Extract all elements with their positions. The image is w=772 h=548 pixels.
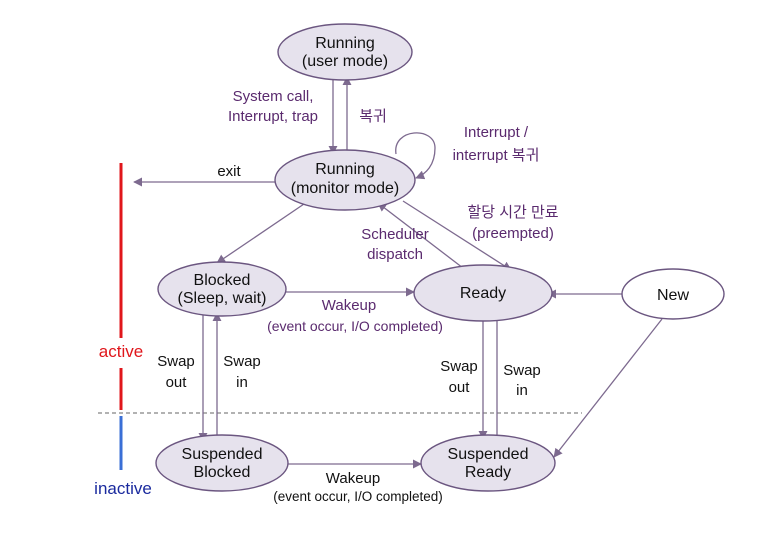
svg-text:(Sleep, wait): (Sleep, wait) xyxy=(178,290,267,307)
label-swap-in-left: Swap in xyxy=(223,353,261,391)
svg-text:할당 시간 만료: 할당 시간 만료 xyxy=(467,204,558,221)
inactive-label: inactive xyxy=(94,479,152,498)
svg-text:out: out xyxy=(449,379,471,396)
svg-text:Scheduler: Scheduler xyxy=(361,226,429,243)
svg-text:Swap: Swap xyxy=(157,353,195,370)
state-running-monitor: Running (monitor mode) xyxy=(274,149,416,211)
arrow-to-blocked xyxy=(216,203,305,264)
svg-text:(event occur, I/O completed): (event occur, I/O completed) xyxy=(267,318,443,334)
svg-text:(monitor mode): (monitor mode) xyxy=(291,180,399,197)
label-wakeup-bottom: Wakeup (event occur, I/O completed) xyxy=(273,470,443,504)
svg-text:System call,: System call, xyxy=(233,88,314,105)
svg-text:Swap: Swap xyxy=(440,358,478,375)
svg-text:Swap: Swap xyxy=(223,353,261,370)
svg-text:in: in xyxy=(516,382,528,399)
svg-text:New: New xyxy=(657,287,689,304)
svg-text:Ready: Ready xyxy=(465,464,511,481)
svg-text:(event occur, I/O completed): (event occur, I/O completed) xyxy=(273,489,443,504)
label-return-user: 복귀 xyxy=(359,108,387,125)
svg-text:in: in xyxy=(236,374,248,391)
svg-text:Suspended: Suspended xyxy=(182,446,263,463)
svg-text:(user mode): (user mode) xyxy=(302,53,388,70)
state-ready: Ready xyxy=(413,264,553,322)
label-preempted: 할당 시간 만료 (preempted) xyxy=(467,204,558,242)
label-swap-out-right: Swap out xyxy=(440,358,478,396)
state-blocked: Blocked (Sleep, wait) xyxy=(157,261,287,317)
svg-text:out: out xyxy=(166,374,188,391)
svg-text:Wakeup: Wakeup xyxy=(322,297,376,314)
svg-text:Interrupt, trap: Interrupt, trap xyxy=(228,108,318,125)
arrow-dispatch xyxy=(377,202,464,269)
state-suspended-ready: Suspended Ready xyxy=(420,434,556,492)
label-swap-in-right: Swap in xyxy=(503,362,541,399)
svg-text:(preempted): (preempted) xyxy=(472,225,554,242)
svg-text:Blocked: Blocked xyxy=(194,272,251,289)
svg-text:dispatch: dispatch xyxy=(367,246,423,263)
arrow-preempted xyxy=(402,200,512,271)
state-new: New xyxy=(621,268,725,320)
label-swap-out-left: Swap out xyxy=(157,353,195,391)
svg-text:Suspended: Suspended xyxy=(448,446,529,463)
arrow-new-suspended-ready xyxy=(553,318,663,458)
svg-text:Running: Running xyxy=(315,161,375,178)
label-exit: exit xyxy=(217,163,241,180)
svg-text:Running: Running xyxy=(315,35,375,52)
active-label: active xyxy=(99,342,143,361)
state-suspended-blocked: Suspended Blocked xyxy=(155,434,289,492)
arrow-interrupt-loop xyxy=(395,132,436,180)
label-interrupt-return: Interrupt / interrupt 복귀 xyxy=(453,124,540,164)
label-wakeup-top: Wakeup (event occur, I/O completed) xyxy=(267,297,443,334)
svg-text:Interrupt /: Interrupt / xyxy=(464,124,529,141)
svg-text:Ready: Ready xyxy=(460,285,506,302)
svg-text:Swap: Swap xyxy=(503,362,541,379)
state-running-user: Running (user mode) xyxy=(277,23,413,81)
label-dispatch: Scheduler dispatch xyxy=(361,226,429,263)
label-syscall: System call, Interrupt, trap xyxy=(228,88,318,125)
svg-text:interrupt 복귀: interrupt 복귀 xyxy=(453,147,540,164)
svg-text:Blocked: Blocked xyxy=(194,464,251,481)
svg-text:Wakeup: Wakeup xyxy=(326,470,380,487)
